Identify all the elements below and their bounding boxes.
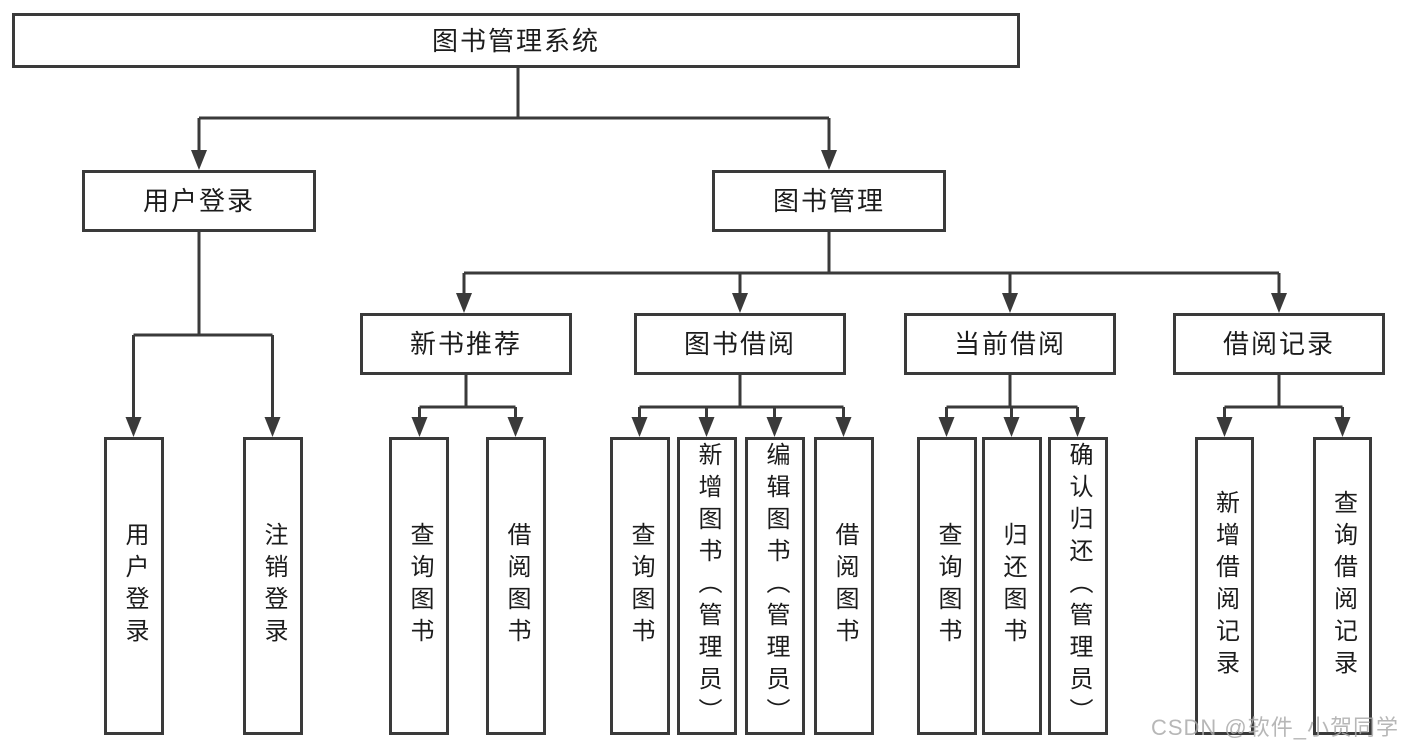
arrowheads <box>125 150 1351 437</box>
node-new-book-recommendation: 新书推荐 <box>360 313 572 375</box>
node-library-management-system: 图书管理系统 <box>12 13 1020 68</box>
watermark: CSDN @软件_小贺同学 <box>1150 715 1399 740</box>
leaf-query-books-recommend: 查询图书 <box>389 437 449 735</box>
leaf-add-borrow-record: 新增借阅记录 <box>1195 437 1254 735</box>
leaf-query-books-current: 查询图书 <box>917 437 977 735</box>
node-borrowing-records: 借阅记录 <box>1173 313 1385 375</box>
node-user-login: 用户登录 <box>82 170 316 232</box>
node-book-borrowing: 图书借阅 <box>634 313 846 375</box>
leaf-user-login: 用户登录 <box>104 437 164 735</box>
leaf-confirm-return-admin: 确认归还（管理员） <box>1048 437 1108 735</box>
leaf-borrow-books-recommend: 借阅图书 <box>486 437 546 735</box>
leaf-add-book-admin: 新增图书（管理员） <box>677 437 737 735</box>
node-current-borrowing: 当前借阅 <box>904 313 1116 375</box>
leaf-borrow-books: 借阅图书 <box>814 437 874 735</box>
leaf-query-borrow-record: 查询借阅记录 <box>1313 437 1372 735</box>
node-book-management: 图书管理 <box>712 170 946 232</box>
leaf-logout: 注销登录 <box>243 437 303 735</box>
leaf-query-books-borrow: 查询图书 <box>610 437 670 735</box>
leaf-edit-book-admin: 编辑图书（管理员） <box>745 437 805 735</box>
leaf-return-books: 归还图书 <box>982 437 1042 735</box>
